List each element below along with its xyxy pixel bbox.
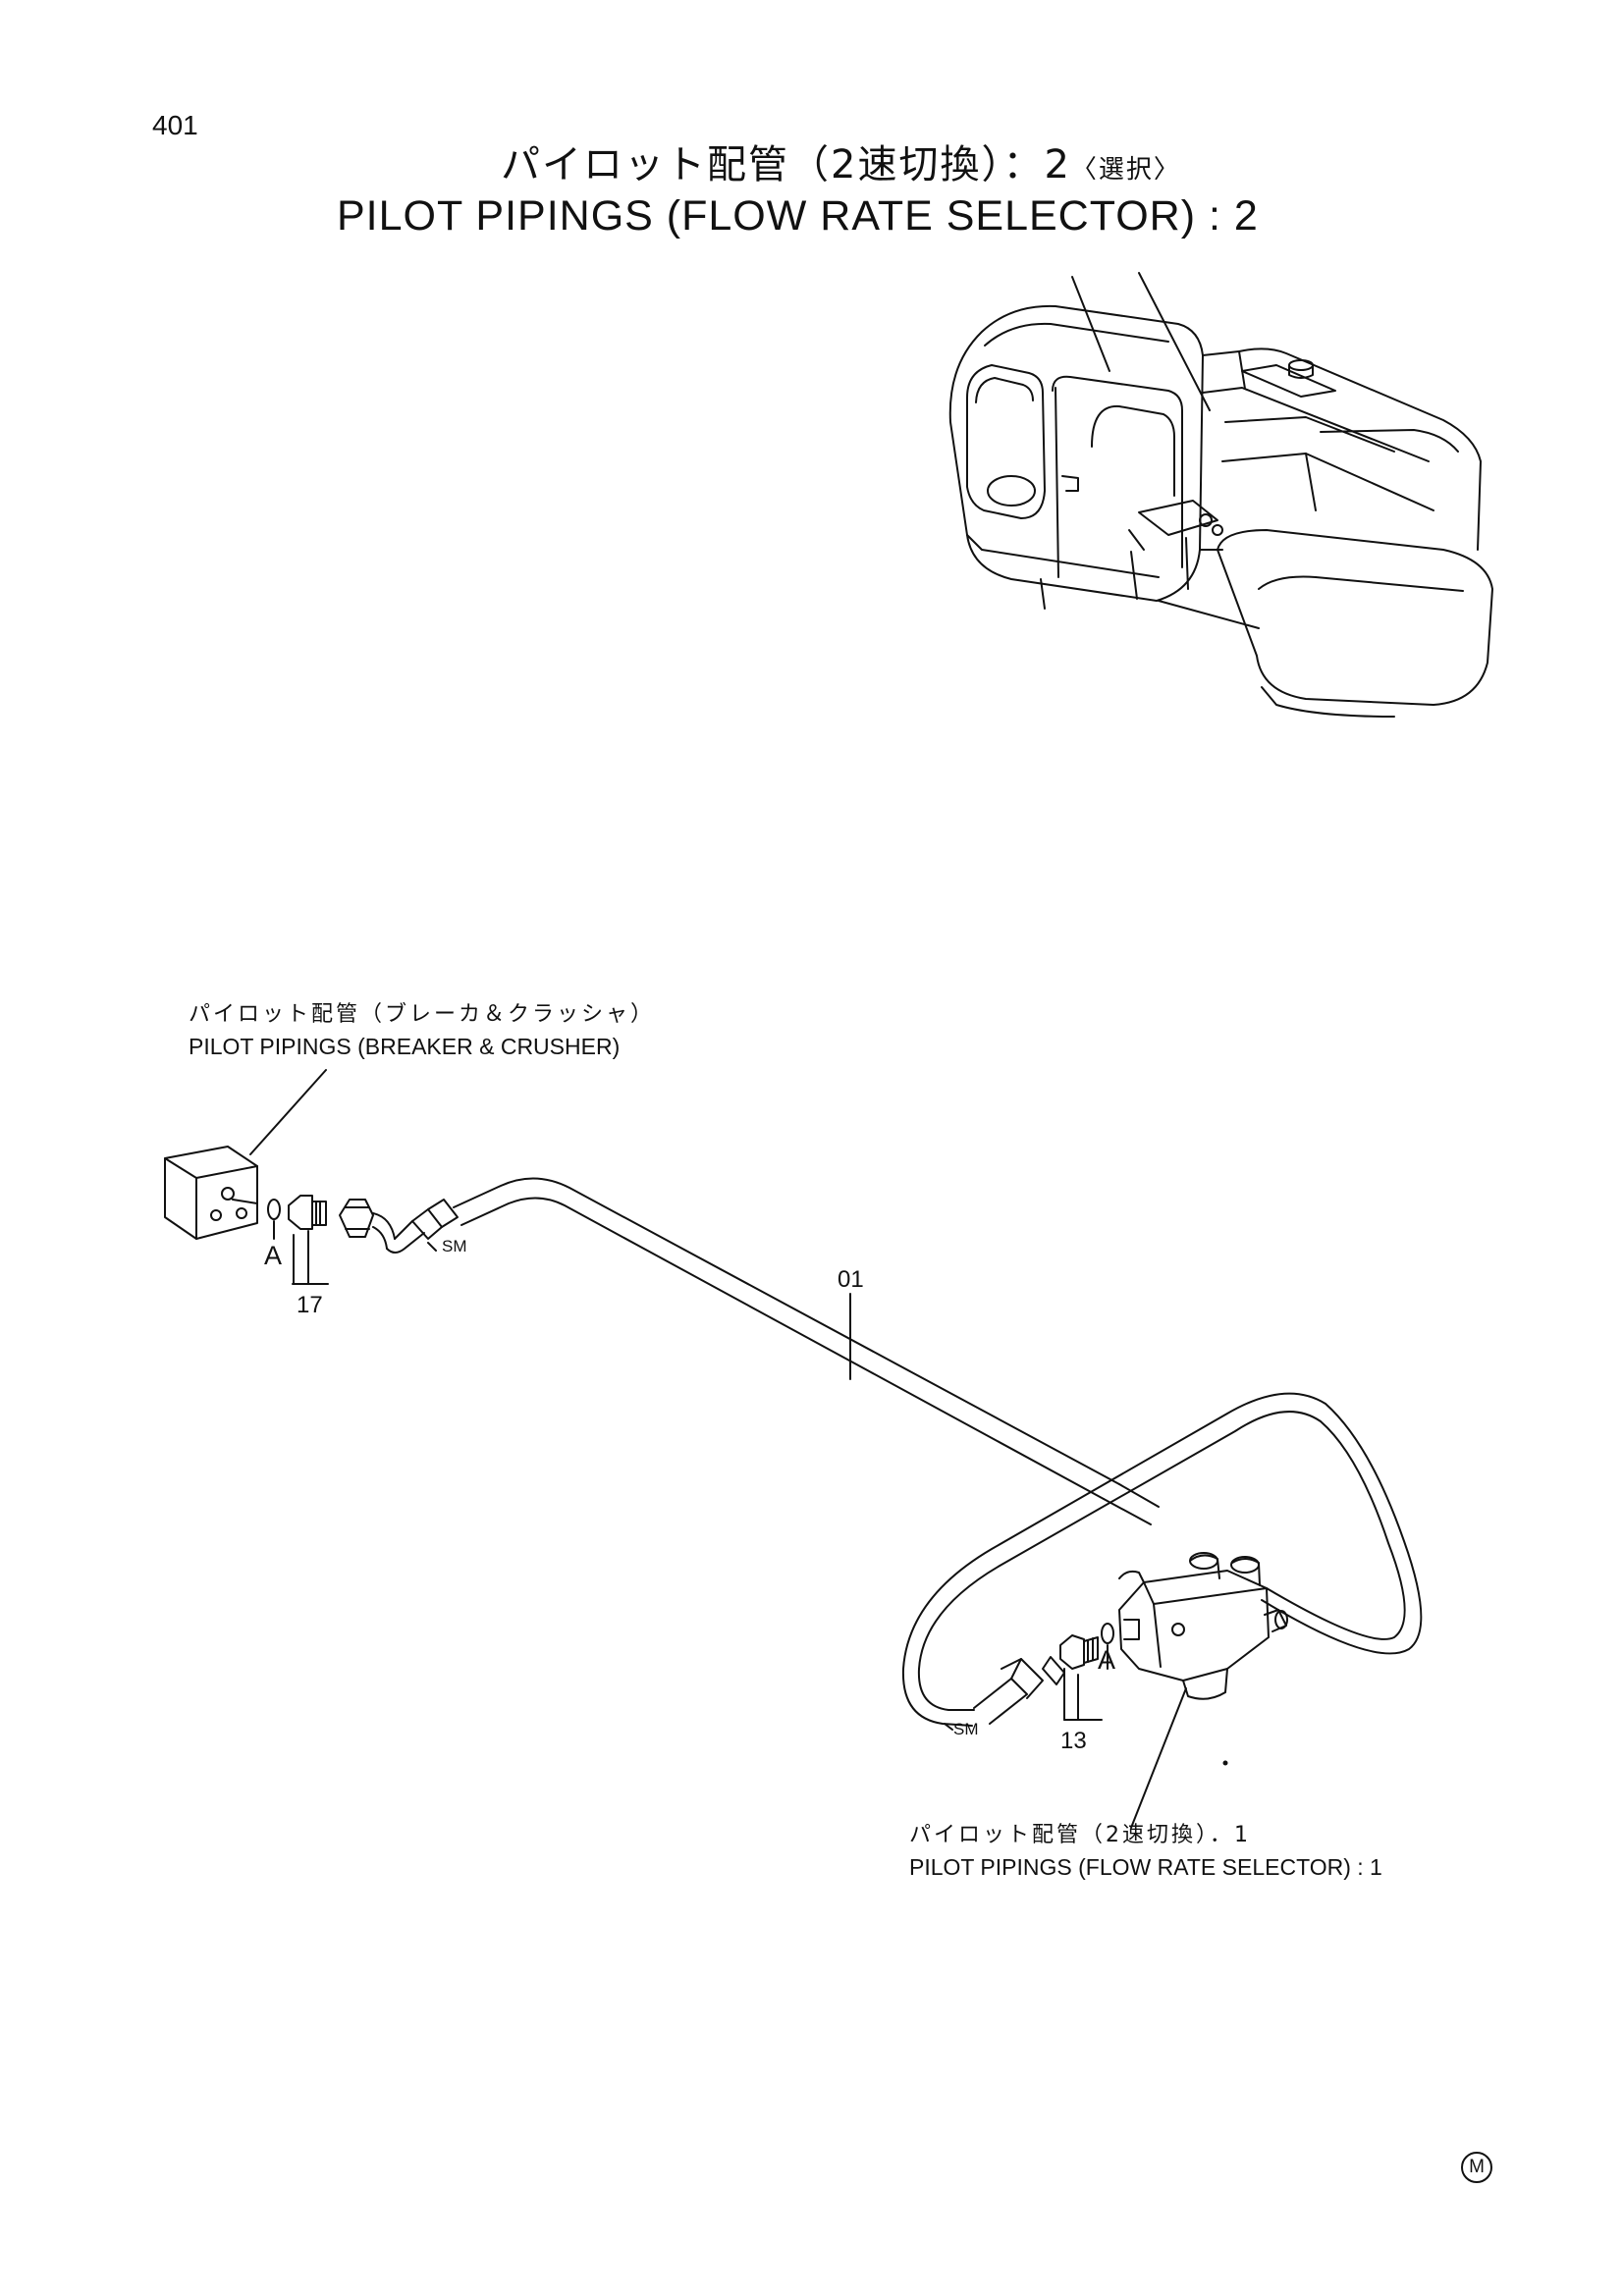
- footer-marker: M: [1461, 2152, 1492, 2183]
- title-japanese-text: パイロット配管（2速切換）：2: [501, 142, 1071, 187]
- breaker-valve-block: [164, 1069, 327, 1240]
- title-english: PILOT PIPINGS (FLOW RATE SELECTOR) : 2: [337, 192, 1259, 240]
- flow-rate-selector-valve: [1118, 1552, 1288, 1829]
- callout-breaker-jp: パイロット配管（ブレーカ＆クラッシャ）: [189, 1002, 656, 1027]
- hose-fitting-left: [339, 1199, 459, 1254]
- label-sm-left: SM: [442, 1237, 467, 1255]
- label-adapter-13: 13: [1060, 1728, 1087, 1754]
- label-sm-right: SM: [953, 1720, 979, 1738]
- o-ring-right: [1101, 1623, 1114, 1644]
- label-adapter-17: 17: [297, 1292, 323, 1318]
- title-japanese-sub: 〈選択〉: [1070, 155, 1181, 185]
- hose-fitting-right: [973, 1656, 1065, 1725]
- label-hose-01: 01: [838, 1266, 864, 1293]
- hose-01: [453, 1177, 1423, 1727]
- callout-flow-rate-selector: パイロット配管（2速切換）．1 PILOT PIPINGS (FLOW RATE…: [909, 1820, 1382, 1883]
- callout-breaker-en: PILOT PIPINGS (BREAKER & CRUSHER): [189, 1034, 621, 1059]
- adapter-17: [288, 1195, 329, 1285]
- label-o-ring-right: A: [1098, 1645, 1116, 1675]
- label-o-ring-left: A: [264, 1241, 283, 1270]
- page-number: 401: [152, 110, 198, 140]
- callout-selector-jp: パイロット配管（2速切換）．1: [909, 1823, 1251, 1847]
- callout-breaker-crusher: パイロット配管（ブレーカ＆クラッシャ） PILOT PIPINGS (BREAK…: [189, 999, 655, 1062]
- adapter-13: [1059, 1634, 1103, 1721]
- o-ring-left: [267, 1199, 281, 1220]
- callout-selector-en: PILOT PIPINGS (FLOW RATE SELECTOR) : 1: [909, 1854, 1382, 1880]
- title-japanese: パイロット配管（2速切換）：2〈選択〉: [501, 133, 1181, 189]
- excavator-sketch: [948, 272, 1493, 718]
